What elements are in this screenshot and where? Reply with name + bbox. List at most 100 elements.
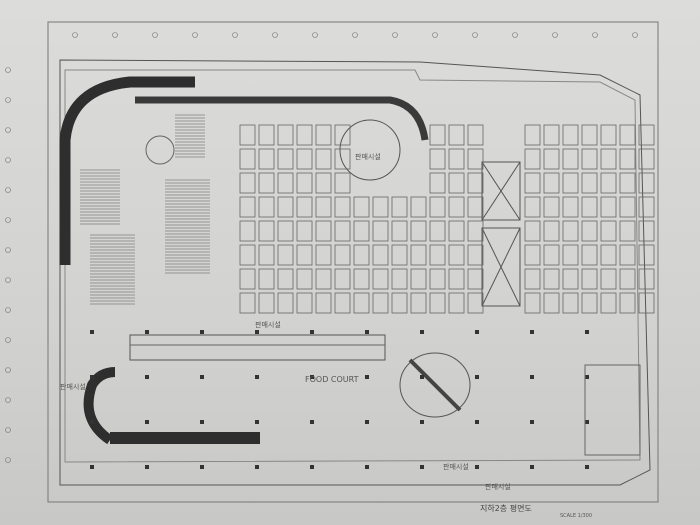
parking-stall — [372, 292, 389, 314]
parking-stall — [581, 124, 598, 146]
parking-stall — [467, 292, 484, 314]
parking-stall — [524, 124, 541, 146]
parking-stall — [239, 220, 256, 242]
parking-stall — [296, 292, 313, 314]
parking-stall — [296, 196, 313, 218]
parking-stall — [467, 148, 484, 170]
parking-stall — [619, 172, 636, 194]
axis-marker — [192, 32, 198, 38]
parking-stall — [467, 268, 484, 290]
column — [530, 465, 534, 469]
axis-marker — [5, 457, 11, 463]
food-court-label: FOOD COURT — [305, 375, 359, 384]
parking-stall — [429, 124, 446, 146]
parking-stall — [543, 292, 560, 314]
parking-stall — [581, 268, 598, 290]
parking-stall — [277, 124, 294, 146]
parking-stall — [277, 196, 294, 218]
parking-stall — [638, 244, 655, 266]
grid-axis-markers — [5, 32, 638, 463]
column — [420, 465, 424, 469]
parking-stall — [448, 124, 465, 146]
structural-columns — [90, 330, 589, 469]
axis-marker — [392, 32, 398, 38]
axis-marker — [512, 32, 518, 38]
column — [475, 330, 479, 334]
building-outline — [59, 59, 651, 486]
parking-stall — [410, 220, 427, 242]
column — [200, 330, 204, 334]
column — [255, 465, 259, 469]
ramp-south — [110, 432, 260, 444]
parking-stall — [638, 148, 655, 170]
axis-marker — [5, 397, 11, 403]
round-hall — [339, 119, 401, 181]
parking-stall — [334, 244, 351, 266]
column — [255, 420, 259, 424]
parking-stall — [353, 244, 370, 266]
parking-stall — [391, 292, 408, 314]
column — [475, 465, 479, 469]
axis-marker — [472, 32, 478, 38]
axis-marker — [5, 277, 11, 283]
parking-stall — [638, 172, 655, 194]
parking-stall — [353, 220, 370, 242]
parking-stall — [467, 124, 484, 146]
column — [585, 330, 589, 334]
parking-stall — [258, 244, 275, 266]
column — [530, 375, 534, 379]
axis-marker — [5, 97, 11, 103]
parking-stall — [619, 148, 636, 170]
column — [475, 420, 479, 424]
parking-stall — [277, 268, 294, 290]
room-label: 판매시설 — [60, 383, 86, 391]
parking-stall — [334, 172, 351, 194]
parking-stall — [619, 244, 636, 266]
parking-stall — [543, 268, 560, 290]
parking-stall — [581, 220, 598, 242]
column — [585, 375, 589, 379]
column — [145, 330, 149, 334]
axis-marker — [5, 367, 11, 373]
parking-stall — [524, 292, 541, 314]
axis-marker — [152, 32, 158, 38]
parking-stall — [562, 124, 579, 146]
parking-stall — [391, 244, 408, 266]
parking-stall — [429, 292, 446, 314]
parking-stall — [410, 196, 427, 218]
column — [310, 465, 314, 469]
column — [200, 465, 204, 469]
parking-stall — [543, 124, 560, 146]
axis-marker — [72, 32, 78, 38]
column — [475, 375, 479, 379]
parking-stall — [619, 124, 636, 146]
axis-marker — [5, 307, 11, 313]
parking-stall — [524, 220, 541, 242]
parking-stall — [296, 124, 313, 146]
column — [310, 330, 314, 334]
bottom-label: 판매시설 — [485, 483, 511, 491]
parking-stall — [277, 220, 294, 242]
parking-stall — [372, 220, 389, 242]
food-court-shops — [129, 334, 386, 361]
parking-stall — [448, 172, 465, 194]
parking-stall — [258, 196, 275, 218]
column — [585, 465, 589, 469]
axis-marker — [5, 217, 11, 223]
column — [145, 420, 149, 424]
column — [365, 420, 369, 424]
room-label: 판매시설 — [355, 153, 381, 161]
column — [255, 375, 259, 379]
parking-stall — [334, 220, 351, 242]
parking-stall — [600, 148, 617, 170]
parking-stall — [334, 196, 351, 218]
parking-stall — [258, 148, 275, 170]
axis-marker — [312, 32, 318, 38]
parking-stall — [315, 124, 332, 146]
parking-stall — [562, 292, 579, 314]
parking-stall — [239, 292, 256, 314]
parking-stall — [334, 148, 351, 170]
parking-stall — [524, 172, 541, 194]
parking-stall — [315, 148, 332, 170]
parking-stall — [296, 244, 313, 266]
